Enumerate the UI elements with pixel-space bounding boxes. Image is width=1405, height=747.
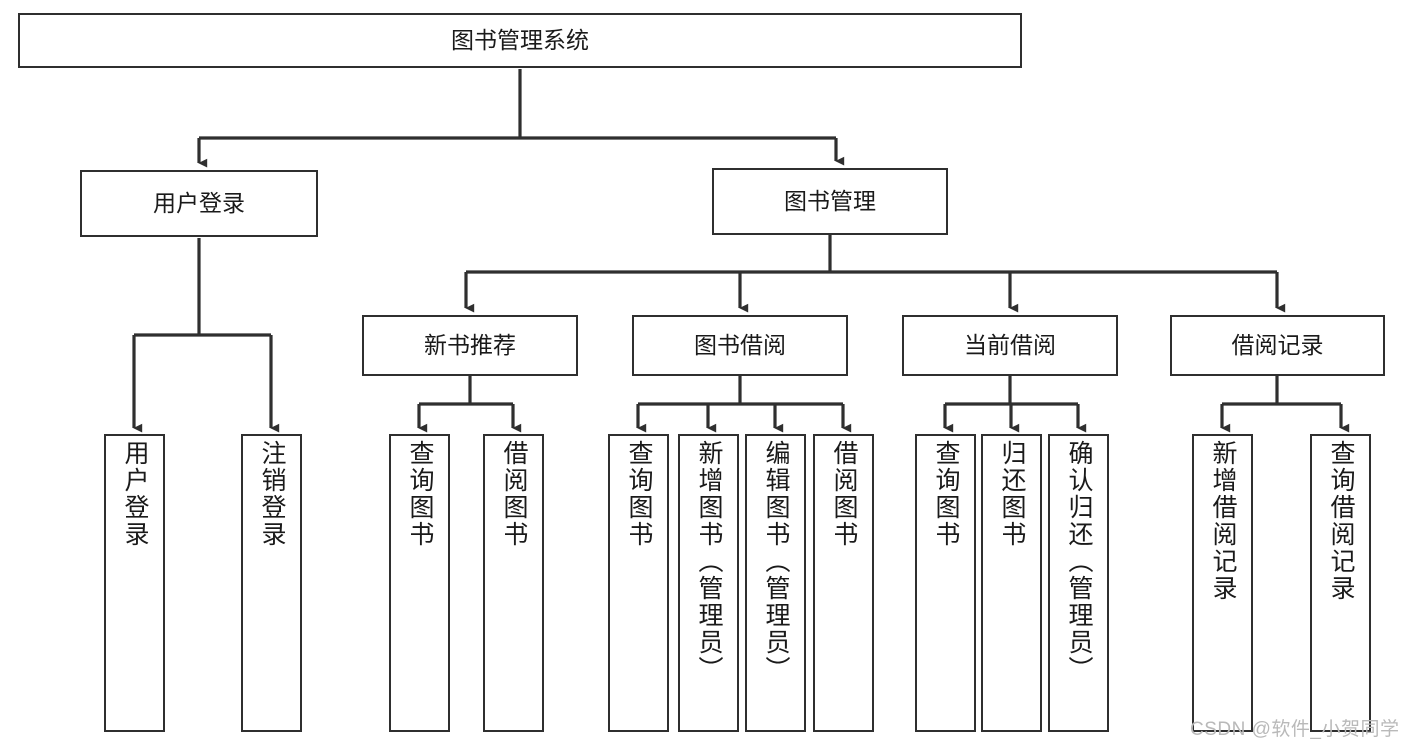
node-leaf-query-record[interactable]: 查询借阅记录	[1310, 434, 1371, 732]
node-leaf-query-book-2[interactable]: 查询图书	[608, 434, 669, 732]
node-label: 查询图书	[932, 440, 960, 548]
node-label: 图书管理系统	[451, 26, 589, 53]
node-leaf-query-book-1[interactable]: 查询图书	[389, 434, 450, 732]
node-leaf-add-record[interactable]: 新增借阅记录	[1192, 434, 1253, 732]
node-borrow-record[interactable]: 借阅记录	[1170, 315, 1385, 376]
node-new-book-recommend[interactable]: 新书推荐	[362, 315, 578, 376]
watermark: CSDN @软件_小贺同学	[1190, 719, 1400, 740]
node-label: 新增借阅记录	[1209, 440, 1237, 602]
node-label: 借阅记录	[1231, 331, 1324, 358]
node-leaf-user-login[interactable]: 用户登录	[104, 434, 165, 732]
node-label: 编辑图书（管理员）	[762, 440, 790, 683]
node-label: 借阅图书	[500, 440, 528, 548]
node-label: 归还图书	[998, 440, 1026, 548]
node-label: 查询图书	[406, 440, 434, 548]
node-label: 用户登录	[121, 440, 149, 548]
node-leaf-return-book[interactable]: 归还图书	[981, 434, 1042, 732]
node-leaf-add-book[interactable]: 新增图书（管理员）	[678, 434, 739, 732]
node-user-login[interactable]: 用户登录	[80, 170, 318, 237]
node-leaf-edit-book[interactable]: 编辑图书（管理员）	[745, 434, 806, 732]
node-label: 注销登录	[258, 440, 286, 548]
node-label: 用户登录	[153, 189, 245, 216]
node-book-management[interactable]: 图书管理	[712, 168, 948, 235]
node-leaf-query-book-3[interactable]: 查询图书	[915, 434, 976, 732]
node-root-system[interactable]: 图书管理系统	[18, 13, 1022, 68]
node-label: 图书借阅	[694, 331, 786, 358]
node-label: 新增图书（管理员）	[695, 440, 723, 683]
node-label: 图书管理	[784, 187, 876, 214]
node-label: 确认归还（管理员）	[1065, 440, 1093, 683]
node-label: 查询图书	[625, 440, 653, 548]
node-current-borrow[interactable]: 当前借阅	[902, 315, 1118, 376]
node-label: 借阅图书	[830, 440, 858, 548]
node-leaf-confirm-return[interactable]: 确认归还（管理员）	[1048, 434, 1109, 732]
node-label: 查询借阅记录	[1327, 440, 1355, 602]
node-label: 当前借阅	[964, 331, 1056, 358]
node-leaf-logout[interactable]: 注销登录	[241, 434, 302, 732]
node-book-borrow[interactable]: 图书借阅	[632, 315, 848, 376]
node-leaf-borrow-book-2[interactable]: 借阅图书	[813, 434, 874, 732]
node-label: 新书推荐	[424, 331, 516, 358]
node-leaf-borrow-book-1[interactable]: 借阅图书	[483, 434, 544, 732]
